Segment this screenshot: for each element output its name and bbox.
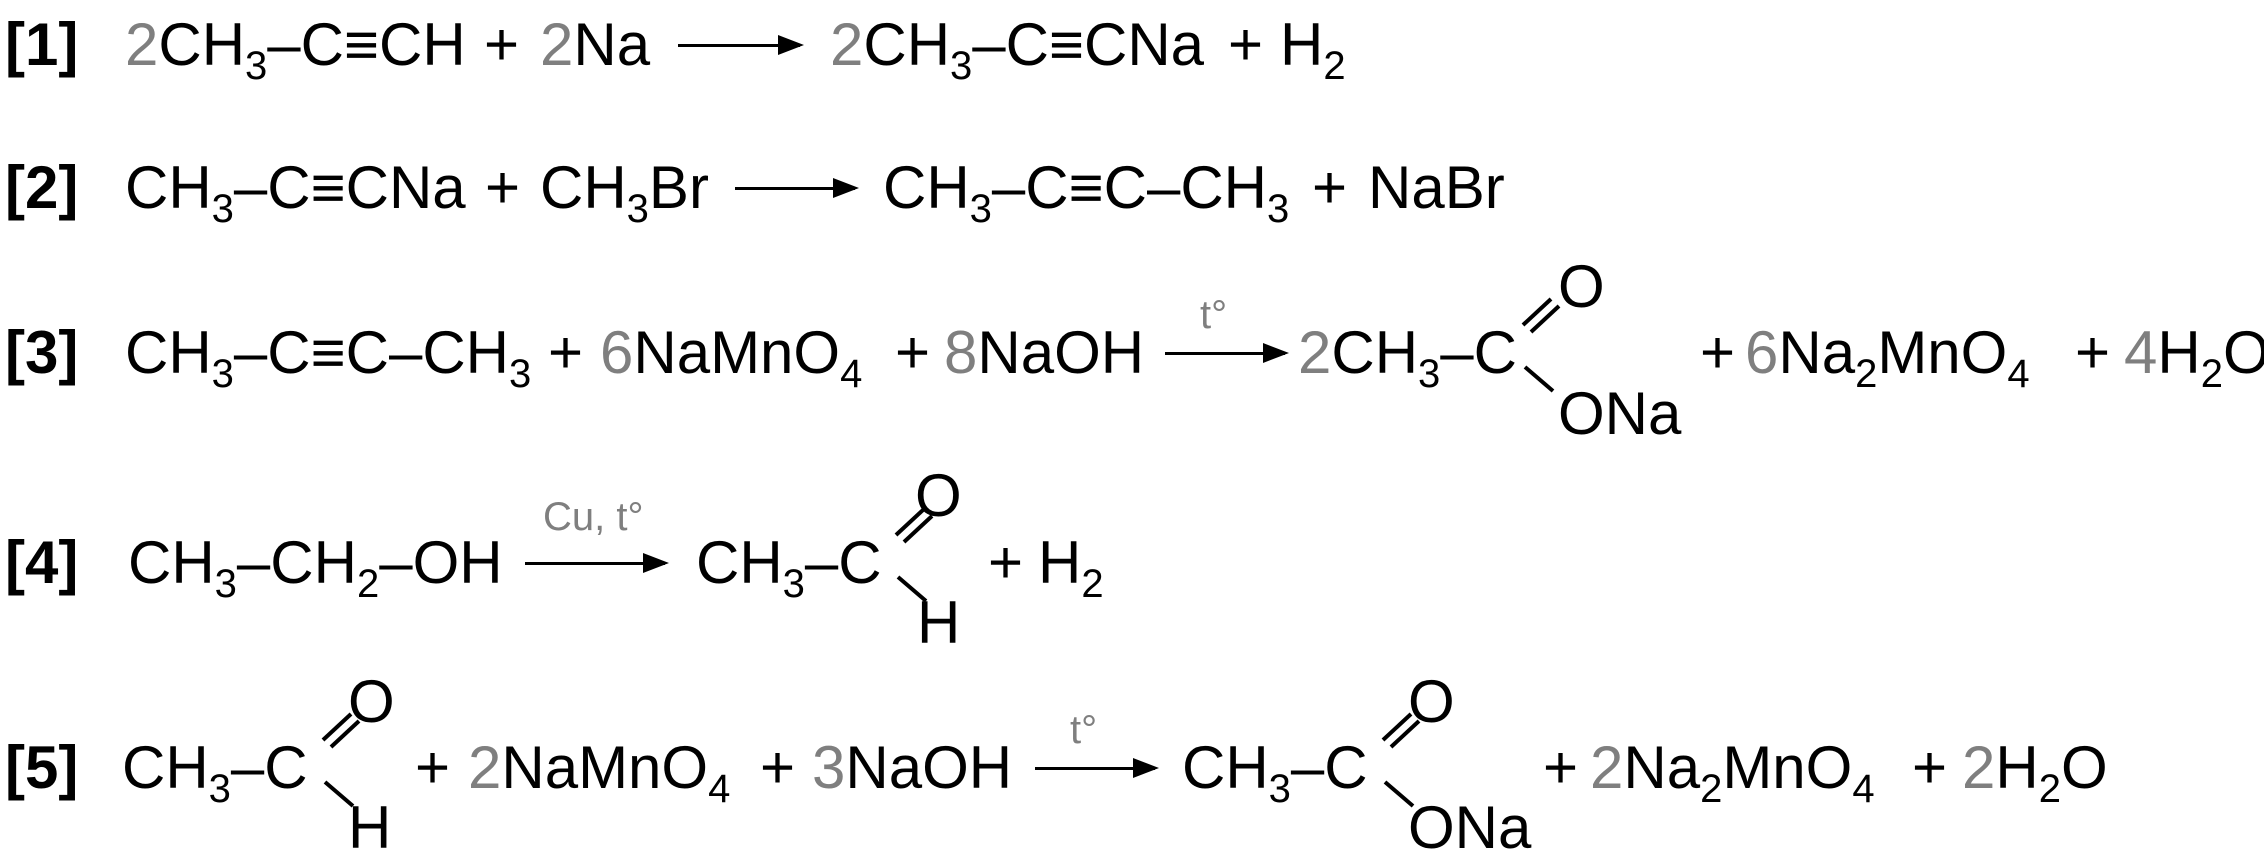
double-bond-line [1529, 304, 1561, 334]
plus-sign: + [1228, 11, 1264, 78]
reaction-3-reactant-3: 8NaOH [944, 319, 1145, 386]
reaction-1-reactant-1: 2CH3–C≡CH [125, 11, 466, 88]
plus-sign: + [1700, 319, 1736, 386]
plus-sign: + [415, 734, 451, 801]
reaction-2-reactant-1: CH3–C≡CNa [125, 154, 466, 231]
reaction-4-arrow [525, 553, 669, 573]
plus-sign: + [895, 319, 931, 386]
reaction-5-reactant-1-upper: O [348, 668, 395, 735]
reaction-1-product-1: 2CH3–C≡CNa [830, 11, 1205, 88]
reaction-5-condition: t° [1070, 708, 1098, 752]
reaction-3-product-3: 4H2O [2124, 319, 2264, 396]
reaction-5-reactant-1: CH3–C [122, 734, 308, 811]
reaction-1-product-2: H2 [1280, 11, 1346, 88]
reaction-2-product-2: NaBr [1368, 154, 1505, 221]
reaction-3-product-1: 2CH3–C [1298, 319, 1517, 396]
reaction-2-product-1: CH3–C≡C–CH3 [883, 154, 1290, 231]
reaction-5-reactant-3: 3NaOH [812, 734, 1013, 801]
plus-sign: + [485, 154, 521, 221]
reaction-4-product-2: H2 [1038, 529, 1104, 606]
plus-sign: + [760, 734, 796, 801]
reaction-4-label: [4] [5, 529, 79, 596]
double-bond-line [321, 712, 353, 742]
double-bond-line [1381, 712, 1413, 742]
reaction-2-label: [2] [5, 154, 79, 221]
reaction-5-product-2: 2Na2MnO4 [1590, 734, 1875, 811]
reaction-2-arrow [735, 178, 859, 198]
double-bond-line [1521, 297, 1553, 327]
reaction-2-reactant-2: CH3Br [540, 154, 709, 231]
reaction-4-product-1-upper: O [915, 462, 962, 529]
reaction-5-arrow [1035, 758, 1159, 778]
reaction-3-product-2: 6Na2MnO4 [1745, 319, 2030, 396]
reaction-4-product-1-lower: H [917, 589, 961, 656]
plus-sign: + [1543, 734, 1579, 801]
reaction-5-reactant-1-lower: H [348, 794, 392, 861]
reaction-4-condition: Cu, t° [543, 495, 644, 539]
plus-sign: + [2075, 319, 2111, 386]
reaction-3-label: [3] [5, 319, 79, 386]
reaction-3-product-1-lower: ONa [1558, 380, 1682, 447]
reaction-3-reactant-2: 6NaMnO4 [600, 319, 863, 396]
plus-sign: + [548, 319, 584, 386]
reaction-3-condition: t° [1200, 293, 1228, 337]
reaction-5-product-1: CH3–C [1182, 734, 1368, 811]
reaction-4-reactant-1: CH3–CH2–OH [128, 529, 503, 606]
plus-sign: + [1312, 154, 1348, 221]
reaction-5-reactant-2: 2NaMnO4 [468, 734, 731, 811]
reaction-4-product-1: CH3–C [696, 529, 882, 606]
reaction-5-product-1-upper: O [1408, 668, 1455, 735]
plus-sign: + [1912, 734, 1948, 801]
reaction-5-product-1-lower: ONa [1408, 794, 1532, 861]
reaction-3-reactant-1: CH3–C≡C–CH3 [125, 319, 532, 396]
plus-sign: + [484, 11, 520, 78]
reaction-1-arrow [678, 35, 804, 55]
reaction-5-product-3: 2H2O [1962, 734, 2108, 811]
reaction-1-reactant-2: 2Na [540, 11, 651, 78]
reaction-3-arrow [1165, 343, 1289, 363]
reaction-5-label: [5] [5, 734, 79, 801]
plus-sign: + [988, 529, 1024, 596]
single-bond-line [1523, 365, 1555, 393]
reaction-3-product-1-upper: O [1558, 253, 1605, 320]
reaction-1-label: [1] [5, 11, 79, 78]
